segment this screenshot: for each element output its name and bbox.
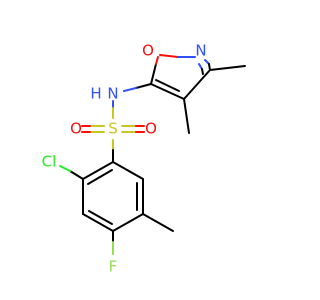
atom-cl-label: Cl	[42, 153, 57, 171]
molecule-structure-diagram: O N N H S O O Cl F	[42, 42, 246, 276]
bond-c3-methyl	[209, 65, 246, 71]
bond-c4-c5	[150, 83, 185, 100]
bond-c4-methyl	[183, 98, 190, 134]
bond-ring-inner-2	[88, 210, 113, 225]
bond-ring-4-5	[112, 213, 144, 232]
bond-ring-6-1	[112, 161, 144, 180]
bond-o1-n2-segment-o	[159, 54, 179, 58]
atom-h-label: H	[90, 85, 101, 103]
bond-c5-nh-n	[123, 87, 137, 92]
bond-c5-o1	[150, 63, 157, 85]
atom-o1-label: O	[142, 42, 154, 60]
bond-ring-methyl	[142, 213, 174, 232]
bond-c3-c4	[183, 69, 211, 100]
bond-c5-nh-c	[135, 83, 152, 89]
bond-n2-c3-inner-c	[201, 68, 204, 75]
bond-c-cl-c	[69, 170, 84, 180]
atom-os2-label: O	[145, 120, 157, 138]
bond-c5-o1-o-segment	[155, 56, 159, 65]
bond-ring-inner-1	[87, 169, 113, 185]
bond-ring-3-4	[82, 213, 114, 232]
bond-c-cl-cl	[59, 165, 71, 172]
atom-n2-label: N	[195, 42, 206, 60]
atom-os1-label: O	[70, 120, 82, 138]
atom-nh-label: N	[107, 85, 118, 103]
bond-n2-c3-segment-c	[208, 63, 211, 71]
bond-c4-c5-inner	[155, 79, 180, 92]
atom-f-label: F	[109, 258, 118, 276]
bond-ring-1-2	[82, 161, 114, 180]
atom-s-label: S	[108, 120, 118, 138]
